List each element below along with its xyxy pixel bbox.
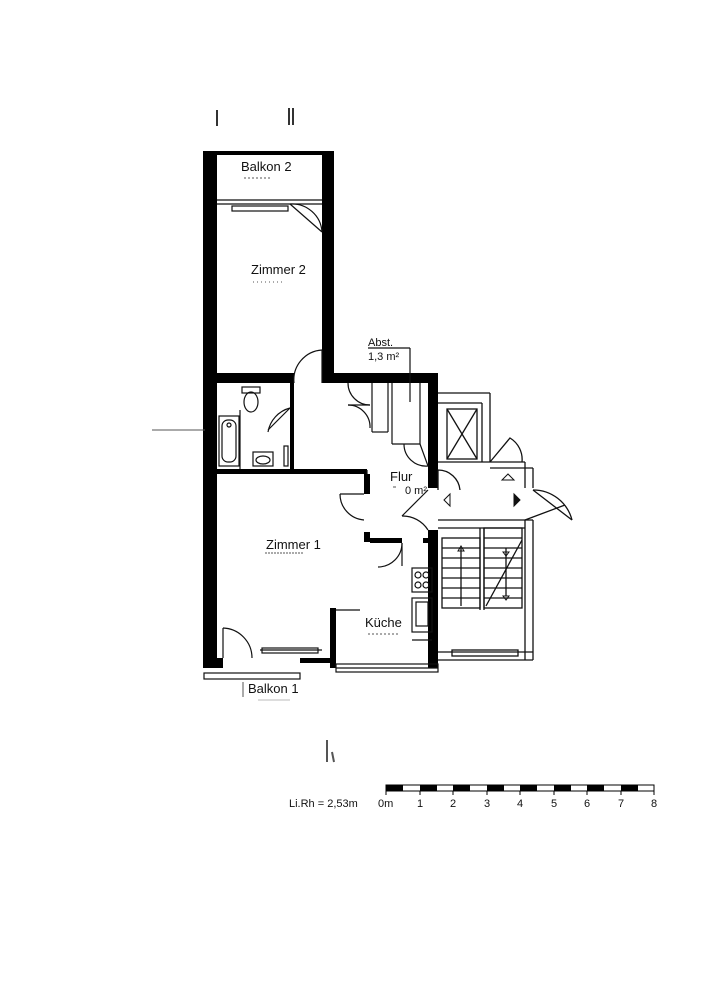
- room-label-abst: Abst.: [368, 337, 393, 349]
- thin-lines: [203, 199, 439, 680]
- exterior-walls: [203, 151, 438, 668]
- scale-label-5: 5: [551, 798, 557, 810]
- scale-label-3: 3: [484, 798, 490, 810]
- scale-label-7: 7: [618, 798, 624, 810]
- scale-label-0: 0m: [378, 798, 393, 810]
- kitchen-fixtures: [411, 567, 433, 641]
- room-label-balkon2: Balkon 2: [241, 159, 292, 174]
- stair-arrows: [443, 473, 521, 601]
- scale-label-6: 6: [584, 798, 590, 810]
- room-label-zimmer1: Zimmer 1: [266, 537, 321, 552]
- stairwell: [437, 392, 573, 661]
- room-area-abst: 1,3 m²: [368, 351, 400, 363]
- scale-label-8: 8: [651, 798, 657, 810]
- scale-label-2: 2: [450, 798, 456, 810]
- scale-label-4: 4: [517, 798, 523, 810]
- room-label-zimmer2: Zimmer 2: [251, 262, 306, 277]
- smudges: [152, 177, 398, 763]
- room-label-balkon1: Balkon 1: [248, 681, 299, 696]
- room-label-kueche: Küche: [365, 615, 402, 630]
- scale-bar: 0m 1 2 3 4 5 6 7 8: [378, 784, 657, 810]
- room-area-flur: 0 m²: [405, 485, 427, 497]
- bathroom-fixtures: [218, 386, 289, 469]
- top-marks: [216, 108, 294, 126]
- ceiling-height-label: Li.Rh = 2,53m: [289, 798, 358, 810]
- scale-label-1: 1: [417, 798, 423, 810]
- room-label-flur: Flur: [390, 469, 413, 484]
- doors: [222, 203, 429, 659]
